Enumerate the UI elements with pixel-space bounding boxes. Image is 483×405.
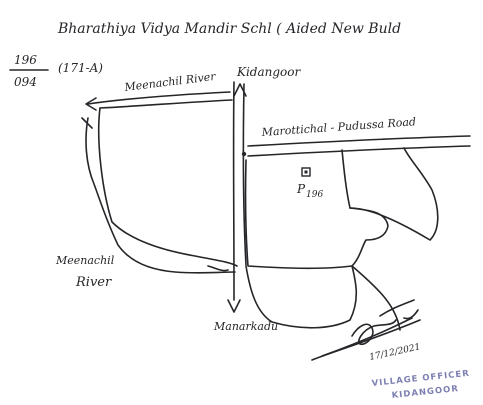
plot-label: P (296, 182, 306, 196)
river-label-top: Meenachil River (123, 70, 217, 94)
south-bank-east (351, 265, 401, 331)
road-line-top (247, 135, 471, 147)
stamp-line-2: KIDANGOOR (391, 384, 459, 401)
manarkadu-label: Manarkadu (213, 320, 278, 333)
road-line-bottom (247, 145, 471, 157)
vertical-road-right (242, 83, 247, 266)
survey-number: 196 (14, 53, 37, 67)
river-label-left-2: River (75, 275, 112, 290)
plot-196-boundary (244, 149, 389, 270)
plot-number: 196 (306, 190, 323, 200)
outer-river-bank (85, 117, 236, 274)
survey-bracket: (171-A) (58, 61, 103, 75)
sketch-title: Bharathiya Vidya Mandir Schl ( Aided New… (57, 21, 401, 37)
adjacent-parcel-east (349, 147, 439, 241)
river-label-left-1: Meenachil (55, 254, 115, 267)
plot-marker-fill (304, 170, 308, 174)
south-parcel-boundary (245, 265, 358, 329)
junction-dot (241, 151, 247, 157)
officer-signature (311, 299, 421, 361)
signature-date: 17/12/2021 (369, 342, 422, 363)
road-arrow-down (227, 299, 241, 313)
bank-tick (81, 117, 93, 129)
river-arrow-head (85, 97, 97, 111)
kidangoor-label: Kidangoor (236, 65, 301, 79)
survey-sub-number: 094 (14, 75, 37, 89)
plot-marker (301, 167, 311, 177)
road-arrow-up (233, 83, 247, 97)
left-parcel-top (99, 99, 233, 109)
river-arrow-line (87, 91, 231, 105)
road-label: Marottichal - Pudussa Road (260, 115, 416, 139)
left-parcel-boundary (97, 107, 238, 267)
bank-joint (207, 265, 229, 272)
